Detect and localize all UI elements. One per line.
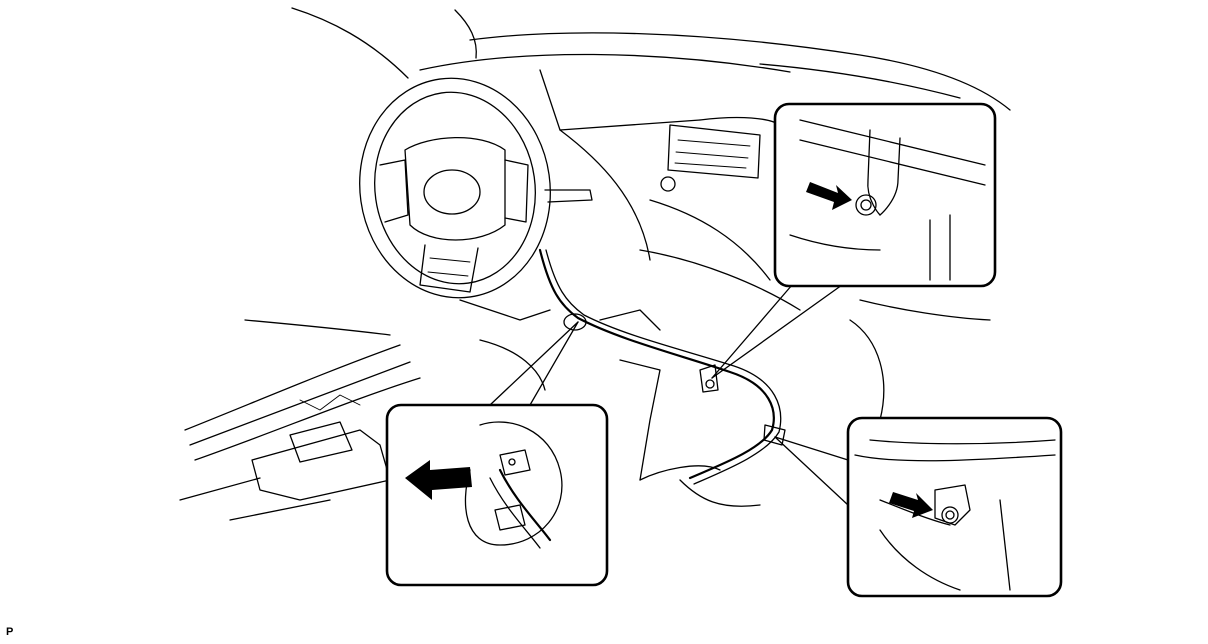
callout-clamp-release-detail — [385, 403, 609, 587]
page-code-label: P — [6, 626, 14, 638]
callout-bracket-bolt-detail — [773, 102, 997, 288]
callout-leaders — [489, 284, 849, 506]
right-arrow-icon — [889, 492, 933, 518]
left-arrow-icon — [405, 460, 472, 500]
dashboard-outline — [291, 7, 1011, 421]
steering-wheel — [359, 77, 593, 299]
callout-clamp-bolt-detail — [846, 416, 1063, 598]
right-arrow-icon — [806, 182, 852, 210]
